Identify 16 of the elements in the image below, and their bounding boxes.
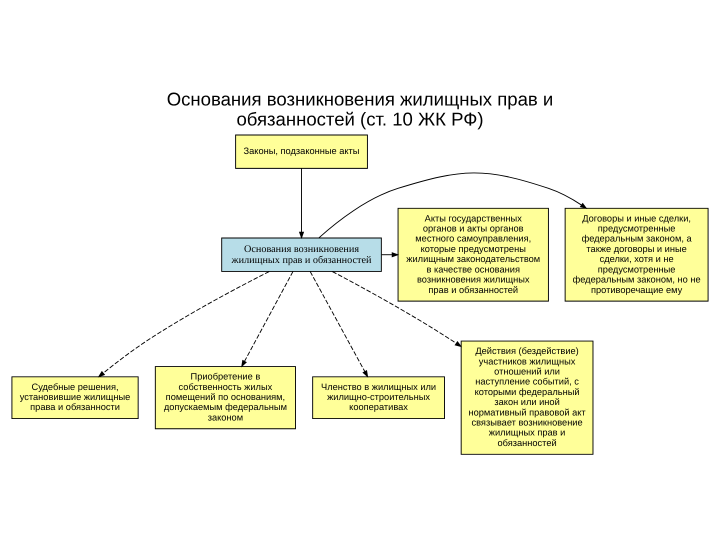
node-box: Судебные решения, установившие жилищные права и обязанности: [11, 376, 139, 419]
arrow: [298, 167, 304, 239]
arrow: [310, 270, 368, 378]
node-box: Договоры и иные сделки, предусмотренные федеральным законом, а также договоры и иные сделки, хотя и не предусмотренные федеральным законом, но не противоречащие ему: [564, 207, 709, 302]
node-box: Акты государственных органов и акты органов местного самоуправления, которые предусмотрены жилищным законодательством в качестве основания возникновения жилищных прав и обязанностей: [398, 207, 549, 302]
node-box: Действия (бездействие) участников жилищных отношений или наступление событий, с которыми федеральный закон или иной нормативный правовой акт связывает возникновение жилищных прав и обязанностей: [460, 340, 594, 454]
arrow: [241, 270, 294, 368]
arrow: [318, 172, 588, 238]
arrow: [98, 270, 270, 378]
node-box: Основания возникновения жилищных прав и обязанностей: [221, 237, 382, 272]
arrow: [381, 252, 400, 257]
diagram-title: Основания возникновения жилищных прав и обязанностей (ст. 10 ЖК РФ): [166, 88, 554, 130]
arrow: [332, 270, 462, 347]
node-box: Приобретение в собственность жилых помещений по основаниям, допускаемым федеральным законом: [154, 366, 296, 429]
node-box: Законы, подзаконные акты: [235, 134, 368, 168]
node-box: Членство в жилищных или жилищно-строительных кооперативах: [312, 376, 445, 419]
